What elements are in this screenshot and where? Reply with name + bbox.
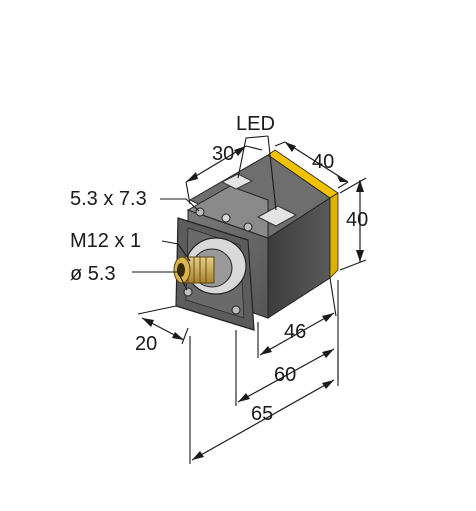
top-indicator (221, 213, 231, 223)
yellow-sensing-band-side (329, 192, 339, 279)
dimension-60-label: 60 (274, 364, 296, 386)
sensor-body (173, 149, 339, 331)
led-window-left (220, 173, 254, 190)
led-label: LED (236, 113, 275, 135)
arrowheads (142, 142, 364, 460)
leader-lines (132, 135, 277, 291)
connector-thread-label: M12 x 1 (70, 230, 141, 252)
screw-top-right (243, 222, 253, 232)
dimension-46-label: 46 (284, 321, 306, 343)
screw-bottom-right (231, 305, 241, 315)
dimension-40-side-label: 40 (346, 209, 368, 231)
dimension-40-top-label: 40 (312, 151, 334, 173)
screw-bottom-left (183, 287, 193, 297)
led-window-right (256, 205, 298, 227)
dimension-65-label: 65 (251, 403, 273, 425)
slot-size-label: 5.3 x 7.3 (70, 188, 147, 210)
dimension-20-label: 20 (135, 333, 157, 355)
m12-connector (173, 256, 215, 284)
hole-diameter-label: ø 5.3 (70, 263, 116, 285)
dimension-30-label: 30 (212, 143, 234, 165)
